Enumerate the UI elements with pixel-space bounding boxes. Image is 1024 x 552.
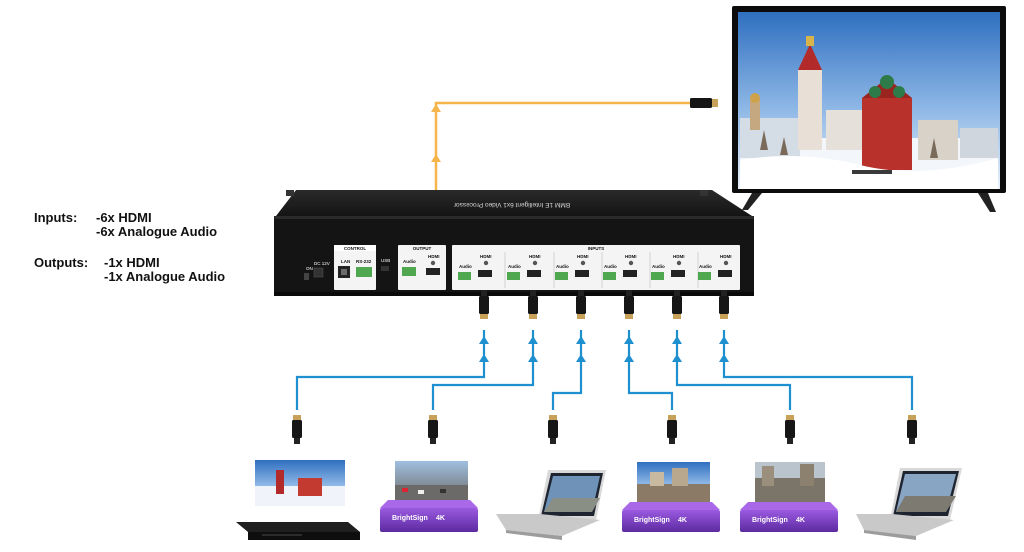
input-cable-5 xyxy=(672,290,795,444)
input-4-audio-port xyxy=(603,272,616,280)
dc-label: DC 12V xyxy=(314,261,330,266)
input-cable-4 xyxy=(624,290,677,444)
input-1-audio-label: Audio xyxy=(459,264,472,269)
input-cable-2 xyxy=(428,290,538,444)
lan-label: LAN xyxy=(341,259,350,264)
video-processor: BMM 1E Intelligent 6x1 Video Processor O… xyxy=(274,190,754,296)
source-laptop-2 xyxy=(856,468,962,540)
input-5-hdmi-label: HDMI xyxy=(673,254,685,259)
brightsign-1-label: BrightSign xyxy=(392,515,428,522)
inputs-hdmi-count: -6x HDMI xyxy=(96,210,152,225)
inputs-label: Inputs: xyxy=(34,210,78,225)
input-cable-6 xyxy=(719,290,917,444)
outputs-label: Outputs: xyxy=(34,255,89,270)
mirrored-product-title: BMM 1E Intelligent 6x1 Video Processor xyxy=(453,201,570,208)
power-label: ON xyxy=(306,266,313,271)
source-devices: BrightSign 4K BrightSign 4K xyxy=(236,460,962,540)
input-3-led xyxy=(580,260,586,266)
brightsign-1-model: 4K xyxy=(436,515,445,522)
input-5-led xyxy=(676,260,682,266)
input-4-audio-label: Audio xyxy=(604,264,617,269)
inputs-panel: INPUTS Audio HDMI Audio HDMI Audio HDMI Audio H… xyxy=(452,245,740,290)
input-3-hdmi-label: HDMI xyxy=(577,254,589,259)
outputs-hdmi-count: -1x HDMI xyxy=(104,255,160,270)
input-6-hdmi-port xyxy=(718,270,732,277)
input-2-audio-label: Audio xyxy=(508,264,521,269)
power-section: ON DC 12V xyxy=(304,261,330,280)
input-3-source-plug xyxy=(548,415,558,444)
input-1-audio-port xyxy=(458,272,471,280)
input-2-led xyxy=(532,260,538,266)
input-2-hdmi-label: HDMI xyxy=(529,254,541,259)
outputs-spec: Outputs: -1x HDMI -1x Analogue Audio xyxy=(34,256,225,284)
input-cable-1 xyxy=(292,290,489,444)
input-4-source-plug xyxy=(667,415,677,444)
source-brightsign-3: BrightSign 4K xyxy=(740,462,838,532)
input-5-audio-port xyxy=(651,272,664,280)
input-2-source-plug xyxy=(428,415,438,444)
input-6-audio-port xyxy=(698,272,711,280)
television xyxy=(732,6,1006,212)
input-4-led xyxy=(628,260,634,266)
input-6-audio-label: Audio xyxy=(699,264,712,269)
source-brightsign-2: BrightSign 4K xyxy=(622,462,720,532)
output-audio-label: Audio xyxy=(403,259,416,264)
input-2-hdmi-port xyxy=(527,270,541,277)
control-panel: CONTROL LAN RS-232 USB xyxy=(334,245,390,290)
source-laptop-1 xyxy=(496,470,606,540)
input-6-led xyxy=(723,260,729,266)
source-bluray-player xyxy=(236,460,360,540)
source-brightsign-1: BrightSign 4K xyxy=(380,461,478,532)
usb-label: USB xyxy=(381,258,390,263)
output-cable xyxy=(431,98,718,226)
inputs-audio-count: -6x Analogue Audio xyxy=(96,224,218,239)
brightsign-2-model: 4K xyxy=(678,517,687,524)
input-6-hdmi-label: HDMI xyxy=(720,254,732,259)
input-4-hdmi-port xyxy=(623,270,637,277)
outputs-audio-count: -1x Analogue Audio xyxy=(104,269,226,284)
input-1-source-plug xyxy=(292,415,302,444)
inputs-spec: Inputs: -6x HDMI -6x Analogue Audio xyxy=(34,211,217,239)
input-5-hdmi-port xyxy=(671,270,685,277)
input-5-source-plug xyxy=(785,415,795,444)
output-label: OUTPUT xyxy=(413,246,432,251)
inputs-panel-label: INPUTS xyxy=(588,246,605,251)
input-2-audio-port xyxy=(507,272,520,280)
input-3-audio-port xyxy=(555,272,568,280)
input-6-source-plug xyxy=(907,415,917,444)
brightsign-3-model: 4K xyxy=(796,517,805,524)
input-cables xyxy=(292,290,917,444)
output-panel: OUTPUT Audio HDMI xyxy=(398,245,446,290)
control-label: CONTROL xyxy=(344,246,366,251)
input-1-hdmi-label: HDMI xyxy=(480,254,492,259)
input-1-hdmi-port xyxy=(478,270,492,277)
output-hdmi-label: HDMI xyxy=(428,254,440,259)
input-cable-3 xyxy=(548,290,586,444)
input-4-hdmi-label: HDMI xyxy=(625,254,637,259)
input-5-audio-label: Audio xyxy=(652,264,665,269)
brightsign-2-label: BrightSign xyxy=(634,517,670,524)
input-3-hdmi-port xyxy=(575,270,589,277)
brightsign-3-label: BrightSign xyxy=(752,517,788,524)
rs232-label: RS-232 xyxy=(356,259,372,264)
input-3-audio-label: Audio xyxy=(556,264,569,269)
input-1-led xyxy=(483,260,489,266)
